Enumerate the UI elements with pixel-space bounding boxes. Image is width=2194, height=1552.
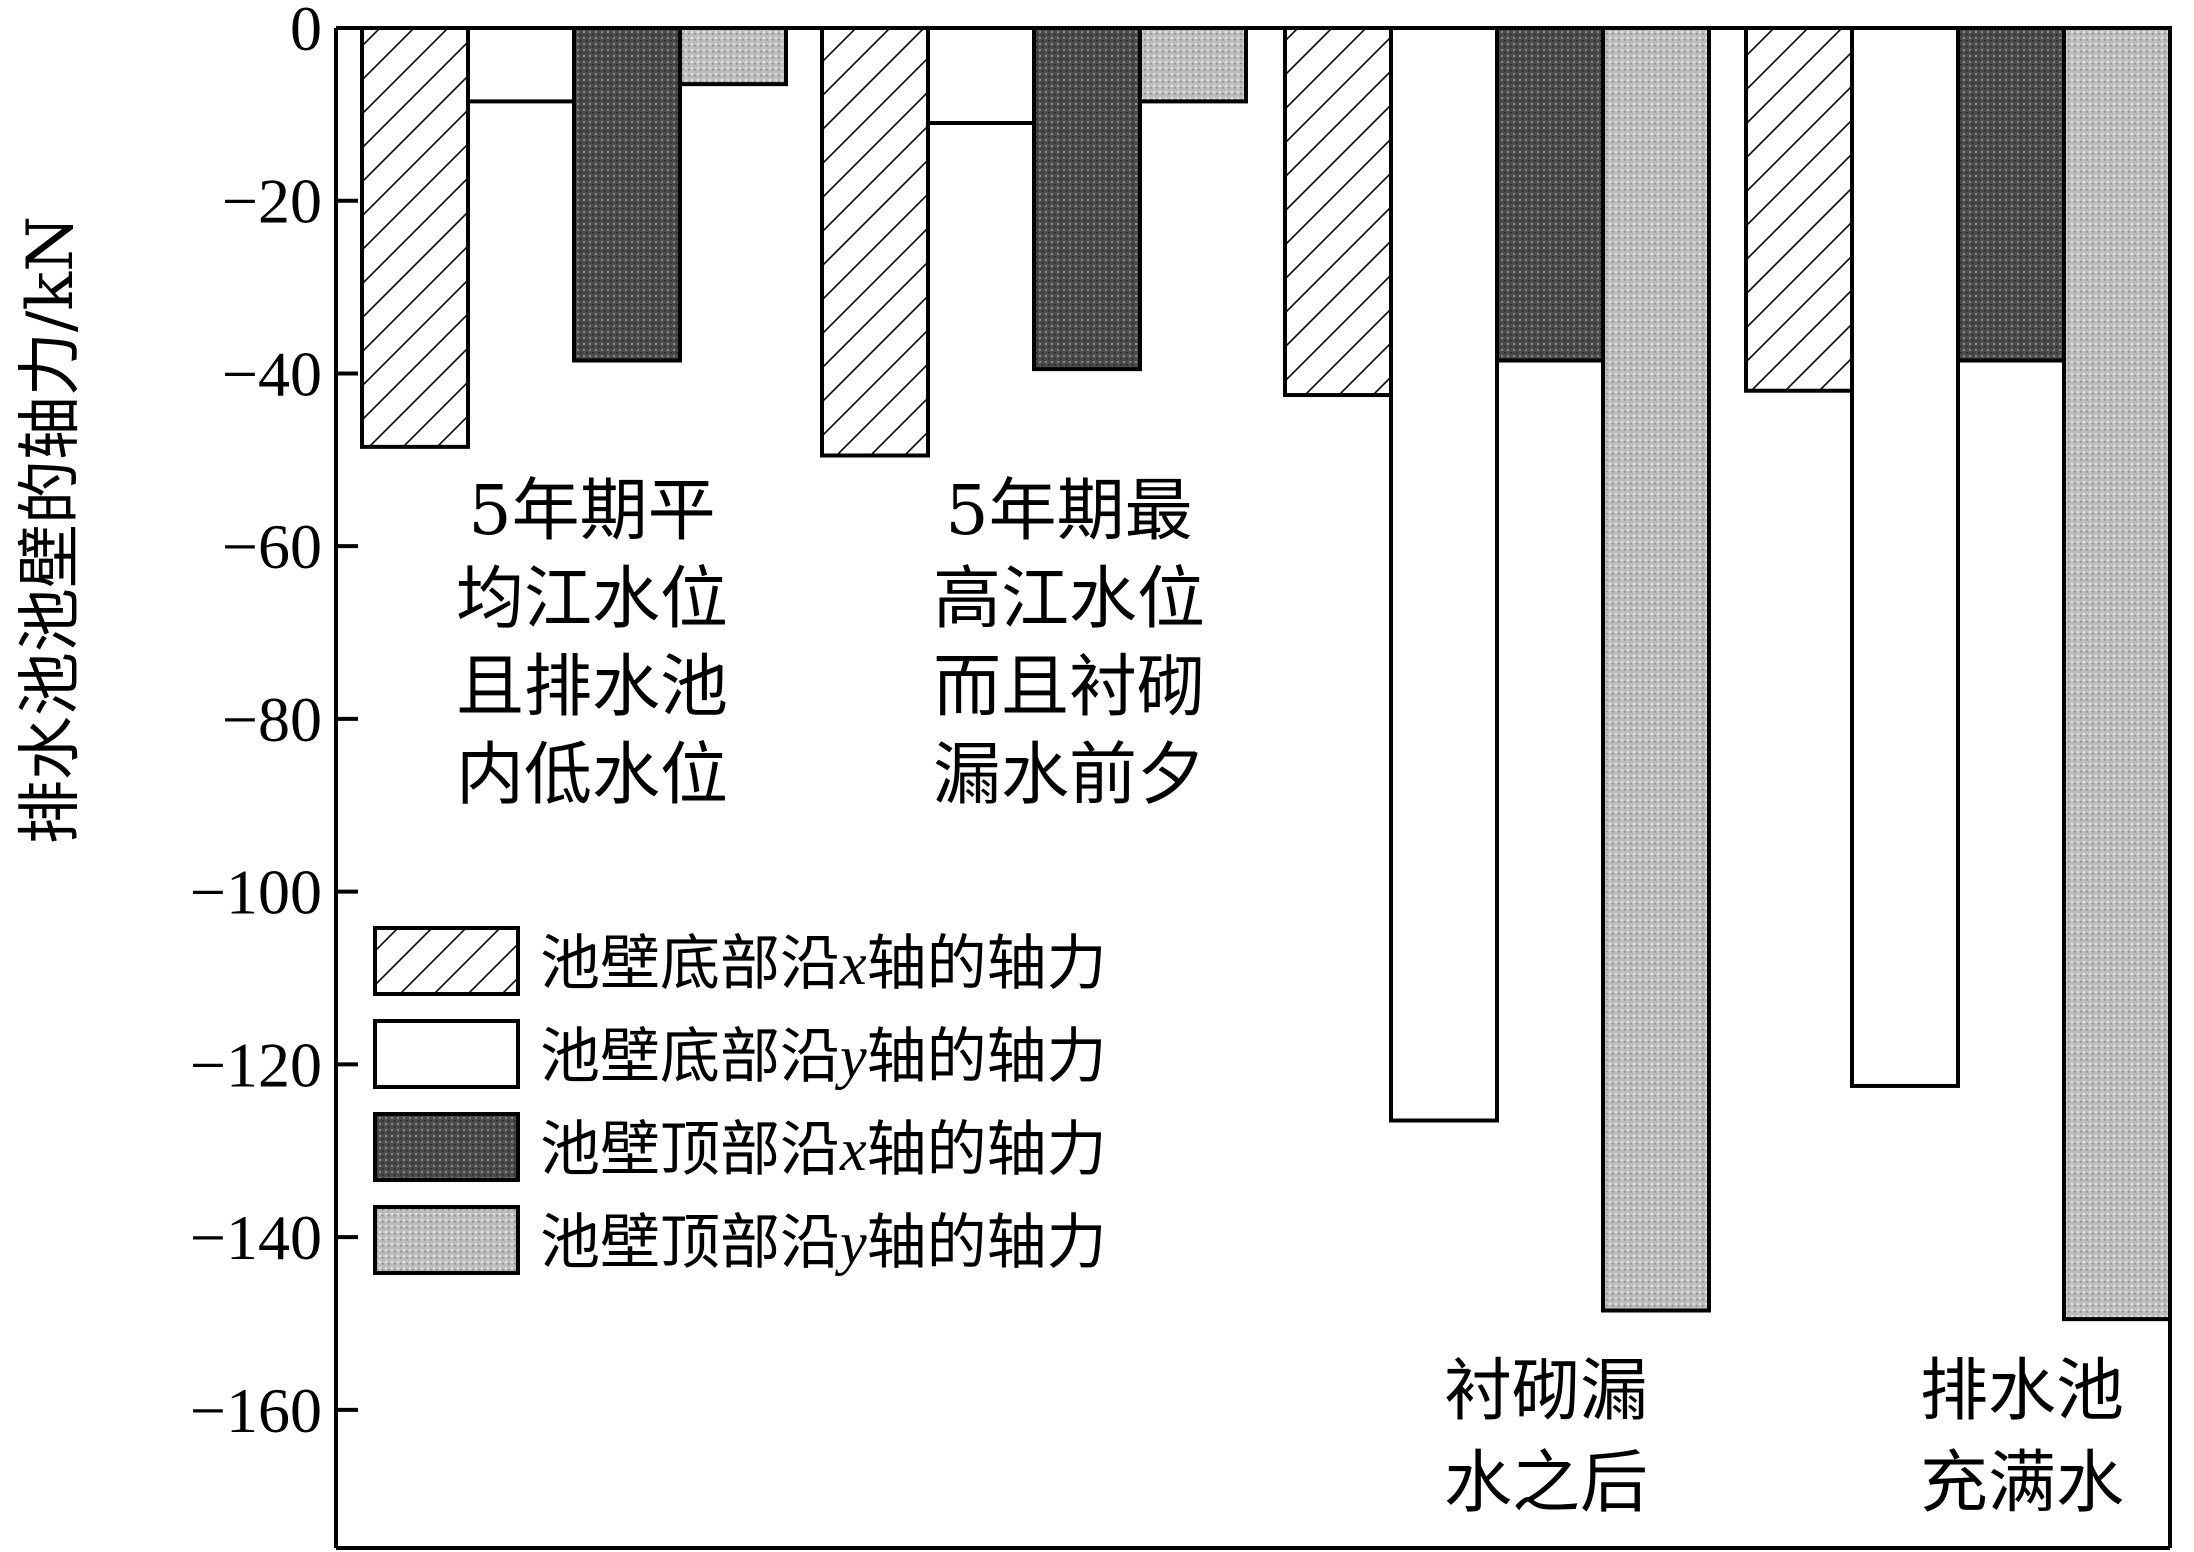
y-tick-label: −140 (190, 1202, 322, 1273)
y-tick-label: −20 (222, 166, 322, 237)
legend-label-prefix: 池壁底部沿 (540, 1022, 840, 1092)
bar-series-1-category-4 (1744, 26, 1854, 393)
legend-label-prefix: 池壁顶部沿 (540, 1208, 840, 1278)
legend-label-var: x (839, 1117, 867, 1183)
legend-swatch (373, 1112, 520, 1182)
legend-label: 池壁顶部沿x轴的轴力 (540, 1115, 1107, 1185)
bar-series-4-category-3 (1601, 26, 1711, 1313)
legend-label-suffix: 轴的轴力 (867, 929, 1107, 999)
category-label-line: 且排水池 (456, 648, 728, 727)
category-label-line: 漏水前夕 (933, 736, 1205, 815)
category-label-line: 充满水 (1920, 1444, 2124, 1523)
y-tick-label: −60 (222, 511, 322, 582)
legend-swatch (373, 1019, 520, 1089)
bar-series-2-category-1 (466, 26, 576, 104)
category-label-line: 5年期平 (468, 472, 715, 551)
axes: 0 −20 −40 −60 −80 −100 −120 −140 −160 (190, 0, 2172, 1550)
category-label-line: 衬砌漏 (1444, 1352, 1648, 1431)
legend-label-suffix: 轴的轴力 (867, 1115, 1107, 1185)
y-tick-label: −40 (222, 338, 322, 409)
bar-series-4-category-4 (2062, 26, 2172, 1322)
y-axis-title: 排水池池壁的轴力/kN (14, 216, 88, 844)
y-tick-label: −160 (190, 1375, 322, 1446)
y-ticks: 0 −20 −40 −60 −80 −100 −120 −140 −160 (190, 0, 358, 1446)
legend-label-suffix: 轴的轴力 (867, 1208, 1107, 1278)
category-label-line: 5年期最 (945, 472, 1192, 551)
bar-series-1-category-3 (1283, 26, 1393, 398)
y-tick-label: 0 (290, 0, 322, 64)
bar-series-2-category-3 (1389, 26, 1499, 1123)
y-tick-label: −120 (190, 1029, 322, 1100)
legend-label-var: x (839, 931, 867, 997)
category-label-line: 水之后 (1444, 1444, 1648, 1523)
bar-series-1-category-2 (820, 26, 930, 458)
bar-series-3-category-3 (1495, 26, 1605, 363)
legend-swatch (373, 926, 520, 996)
legend-label-suffix: 轴的轴力 (867, 1022, 1107, 1092)
legend-label: 池壁底部沿x轴的轴力 (540, 929, 1107, 999)
bar-series-3-category-4 (1956, 26, 2066, 363)
legend-label: 池壁顶部沿y轴的轴力 (540, 1208, 1107, 1278)
y-tick-label: −80 (222, 684, 322, 755)
bars-group (360, 26, 2172, 1322)
y-tick-label: −100 (190, 857, 322, 928)
bar-series-4-category-1 (678, 26, 788, 87)
category-label-line: 内低水位 (456, 736, 728, 815)
category-label-line: 排水池 (1920, 1352, 2124, 1431)
legend-label-prefix: 池壁底部沿 (540, 929, 840, 999)
legend-label-var: y (834, 1024, 867, 1090)
category-label-line: 而且衬砌 (933, 648, 1205, 727)
bar-series-1-category-1 (360, 26, 470, 449)
legend-label-var: y (834, 1210, 867, 1276)
bar-series-2-category-2 (926, 26, 1036, 125)
legend-label: 池壁底部沿y轴的轴力 (540, 1022, 1107, 1092)
bar-series-3-category-2 (1032, 26, 1142, 372)
category-label-line: 高江水位 (933, 560, 1205, 639)
legend-swatch (373, 1205, 520, 1275)
bar-series-2-category-4 (1850, 26, 1960, 1088)
bar-series-4-category-2 (1138, 26, 1248, 104)
legend-label-prefix: 池壁顶部沿 (540, 1115, 840, 1185)
category-label-line: 均江水位 (456, 560, 728, 639)
bar-series-3-category-1 (572, 26, 682, 363)
